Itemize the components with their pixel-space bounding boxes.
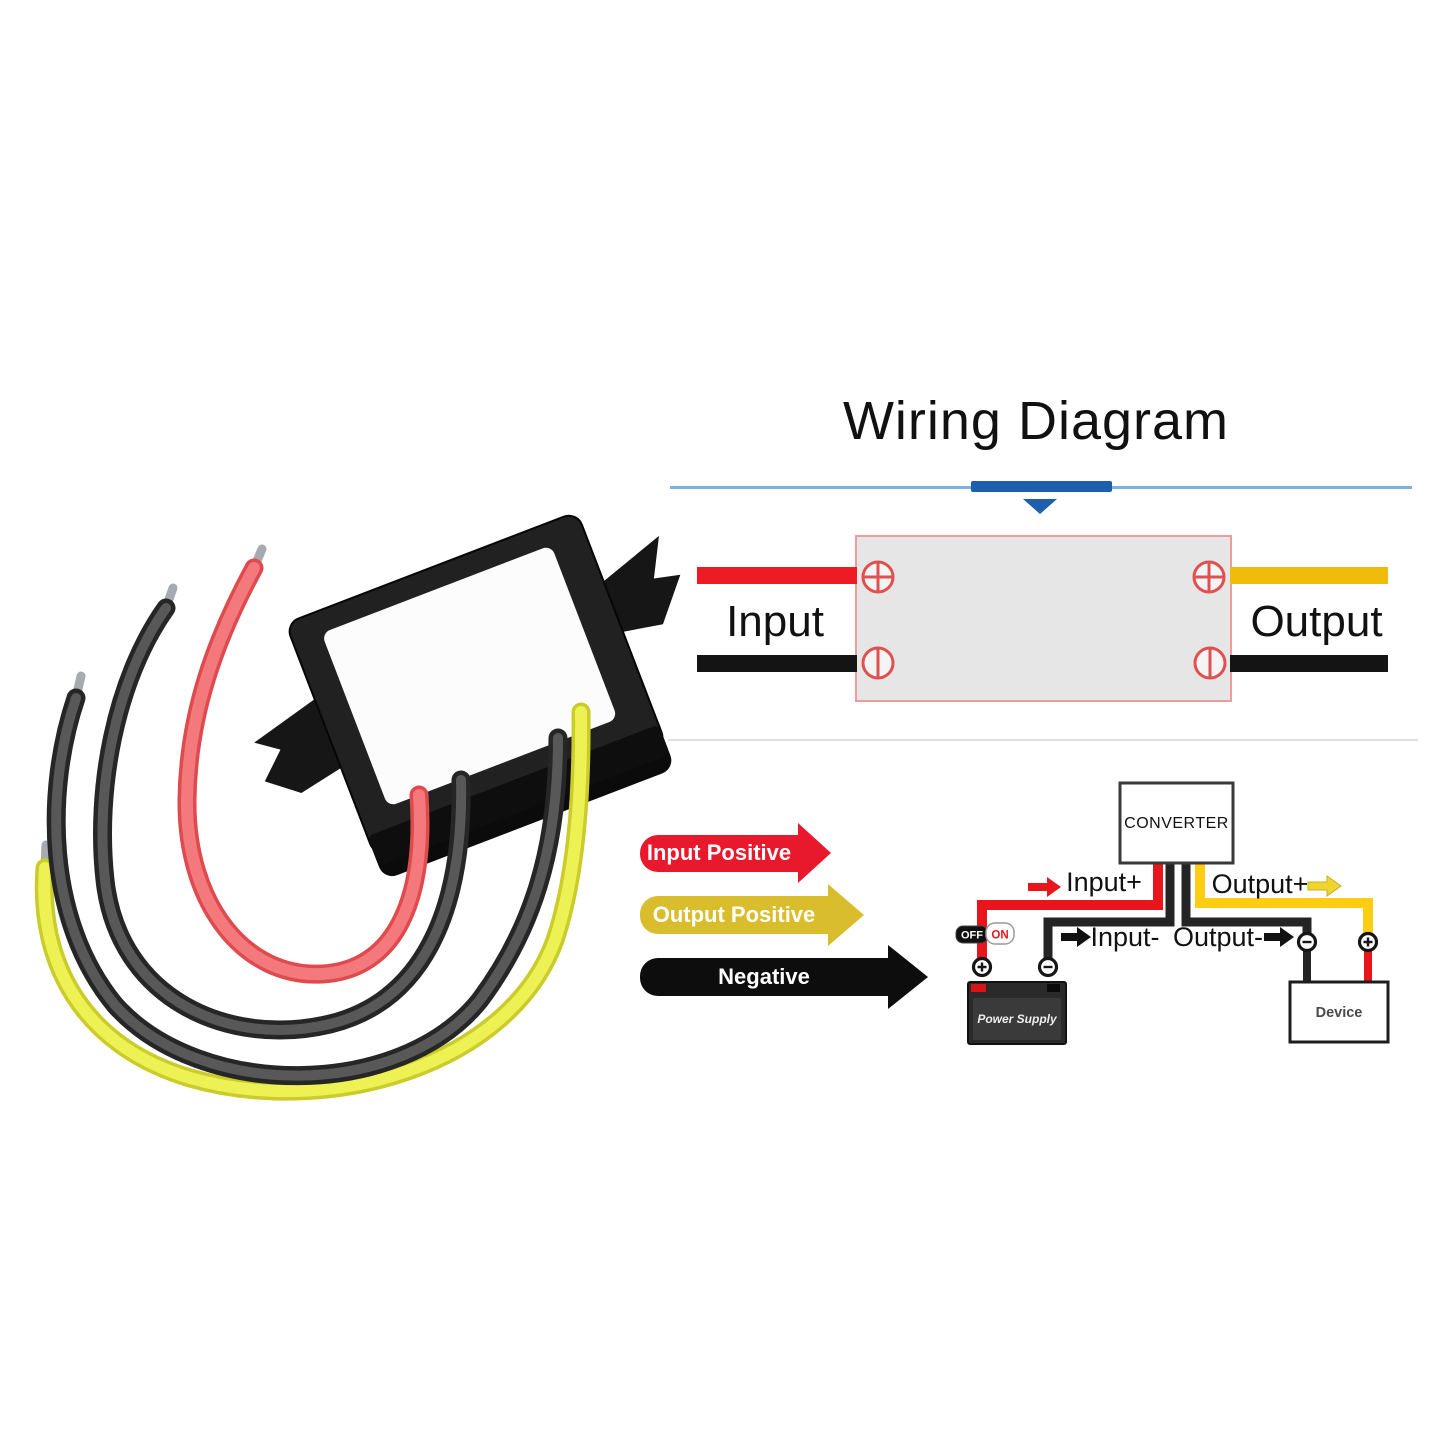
- battery-negative-mark: [1047, 984, 1060, 992]
- section-divider: [668, 739, 1418, 741]
- black-arrow-icon-output: [1264, 927, 1294, 947]
- converter-module-outline: [855, 535, 1232, 702]
- output-negative-wire-label: Output-: [1173, 922, 1263, 952]
- input-label: Input: [726, 597, 824, 646]
- red-arrow-icon: [1028, 877, 1061, 897]
- arrow-head-icon: [888, 945, 928, 1009]
- product-photo: [34, 514, 681, 1101]
- screw-flat-bottom-left: [861, 646, 895, 680]
- output-label: Output: [1250, 597, 1383, 646]
- arrow-head-icon: [828, 884, 864, 946]
- switch-on-label: ON: [991, 930, 1008, 942]
- legend-label-output-positive: Output Positive: [652, 902, 816, 927]
- legend-label-input-positive: Input Positive: [646, 840, 792, 865]
- case-bottom-wall: [369, 726, 669, 865]
- legend-arrow-input-positive: Input Positive: [640, 823, 831, 883]
- down-triangle-icon: [1023, 499, 1057, 514]
- device-label: Device: [1316, 1005, 1363, 1021]
- output-positive-wire: [1230, 567, 1388, 584]
- input-positive-wire: [697, 567, 857, 584]
- title-underline-accent: [971, 481, 1112, 492]
- photo-wire-red: [177, 558, 430, 984]
- screw-phillips-top-left: [861, 560, 895, 594]
- converter-case: [254, 514, 681, 877]
- arrow-head-icon: [798, 823, 831, 883]
- photo-wire-yellow: [34, 702, 591, 1101]
- screw-flat-bottom-right: [1193, 646, 1227, 680]
- battery-positive-mark: [971, 984, 986, 992]
- legend-arrow-output-positive: Output Positive: [640, 884, 864, 946]
- output-positive-wire-label: Output+: [1212, 869, 1309, 899]
- input-negative-wire: [697, 655, 857, 672]
- mounting-flange-right: [600, 535, 681, 633]
- device-block: Device: [1288, 980, 1390, 1044]
- photo-wire-black-inner: [93, 598, 471, 1040]
- output-negative-wire: [1230, 655, 1388, 672]
- power-supply-block: Power Supply: [967, 981, 1067, 1045]
- yellow-arrow-icon: [1307, 875, 1342, 897]
- power-supply-label: Power Supply: [977, 1012, 1058, 1026]
- converter-block: CONVERTER: [1118, 781, 1235, 865]
- terminal-screws: [861, 560, 1227, 680]
- terminal-polarity-marks: [977, 937, 1373, 972]
- black-arrow-icon-input: [1061, 927, 1091, 947]
- page-title: Wiring Diagram: [842, 391, 1230, 451]
- legend-arrow-negative: Negative: [640, 945, 928, 1009]
- input-positive-wire-label: Input+: [1066, 867, 1142, 897]
- connection-diagram: OFF ON CONVERTER Power Supply: [955, 781, 1390, 1045]
- circuit-wire-output-positive: [1195, 863, 1373, 935]
- photo-wire-black-outer: [46, 688, 568, 1086]
- converter-block-label: CONVERTER: [1124, 815, 1229, 832]
- input-negative-wire-label: Input-: [1090, 922, 1159, 952]
- circuit-wire-output-negative: [1181, 863, 1312, 935]
- case-label: [324, 547, 616, 805]
- legend-label-negative: Negative: [718, 964, 810, 989]
- switch-off-label: OFF: [961, 930, 983, 942]
- screw-phillips-top-right: [1192, 560, 1226, 594]
- circuit-wire-input-negative: [1043, 863, 1175, 960]
- power-switch[interactable]: OFF ON: [955, 922, 1015, 945]
